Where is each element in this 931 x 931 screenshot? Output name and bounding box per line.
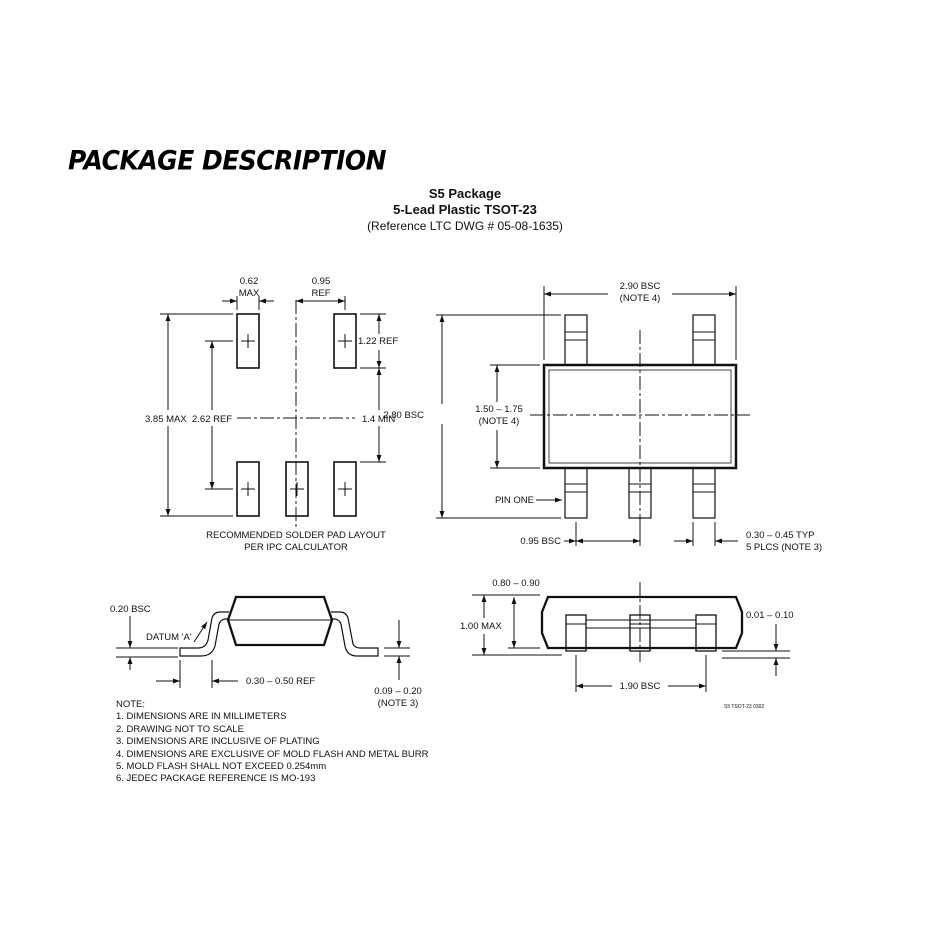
lead-width-label: 0.30 – 0.45 TYP xyxy=(746,530,815,541)
pad-overall-label: 3.85 MAX xyxy=(145,414,187,425)
body-width-label: 2.90 BSC xyxy=(620,281,661,292)
lead-width-note: 5 PLCS (NOTE 3) xyxy=(746,542,822,553)
note-item: 3. DIMENSIONS ARE INCLUSIVE OF PLATING xyxy=(116,736,320,748)
standoff-label: 0.20 BSC xyxy=(110,604,151,615)
body-width-note: (NOTE 4) xyxy=(620,293,661,304)
package-side-view xyxy=(116,595,410,688)
lead-thickness-label: 0.09 – 0.20 xyxy=(374,686,422,697)
note-item: 2. DRAWING NOT TO SCALE xyxy=(116,723,244,735)
package-end-view xyxy=(472,582,790,692)
max-height-label: 1.00 MAX xyxy=(460,621,502,632)
pad-caption-line2: PER IPC CALCULATOR xyxy=(244,542,348,553)
datum-label: DATUM 'A' xyxy=(146,632,192,643)
notes-block: NOTE: 1. DIMENSIONS ARE IN MILLIMETERS 2… xyxy=(116,699,429,786)
package-title-block: S5 Package 5-Lead Plastic TSOT-23 (Refer… xyxy=(265,186,665,234)
lead xyxy=(565,614,587,652)
package-name: S5 Package xyxy=(428,186,502,201)
solder-pad-layout xyxy=(160,296,386,530)
pad-caption-line1: RECOMMENDED SOLDER PAD LAYOUT xyxy=(206,530,386,541)
pitch-label: 0.95 BSC xyxy=(520,536,561,547)
pad-pitch-note: REF xyxy=(312,288,331,299)
pad-gap-label: 1.4 MIN xyxy=(362,414,395,425)
solder-pad xyxy=(285,461,309,517)
lead xyxy=(564,314,588,366)
pin-one-label: PIN ONE xyxy=(495,495,534,506)
page-heading: PACKAGE DESCRIPTION xyxy=(68,145,387,176)
pad-length-label: 1.22 REF xyxy=(358,336,398,347)
solder-pad xyxy=(333,313,357,369)
drawing-code: S5 TSOT-23 0302 xyxy=(724,704,764,710)
package-reference: (Reference LTC DWG # 05-08-1635) xyxy=(367,219,563,233)
package-type: 5-Lead Plastic TSOT-23 xyxy=(393,202,537,217)
lead xyxy=(695,614,717,652)
pad-centers-label: 2.62 REF xyxy=(192,414,232,425)
body-height-label: 1.50 – 1.75 xyxy=(475,404,523,415)
solder-pad xyxy=(333,461,357,517)
notes-title: NOTE: xyxy=(116,699,146,710)
solder-pad xyxy=(236,313,260,369)
lead xyxy=(564,467,588,519)
body-thickness-label: 0.80 – 0.90 xyxy=(492,578,540,589)
note-item: 4. DIMENSIONS ARE EXCLUSIVE OF MOLD FLAS… xyxy=(116,748,429,760)
standoff-range-label: 0.01 – 0.10 xyxy=(746,610,794,621)
pad-pitch-value: 0.95 xyxy=(312,276,331,287)
pad-width-note: MAX xyxy=(239,288,260,299)
pad-width-value: 0.62 xyxy=(240,276,259,287)
solder-pad xyxy=(236,461,260,517)
lead xyxy=(692,314,716,366)
note-item: 1. DIMENSIONS ARE IN MILLIMETERS xyxy=(116,711,287,723)
lead-thickness-note: (NOTE 3) xyxy=(378,698,419,709)
note-item: 6. JEDEC PACKAGE REFERENCE IS MO-193 xyxy=(116,773,316,785)
foot-length-label: 0.30 – 0.50 REF xyxy=(246,676,315,687)
total-height-label: 2.80 BSC xyxy=(383,410,424,421)
package-top-view xyxy=(436,286,750,546)
body-height-note: (NOTE 4) xyxy=(479,416,520,427)
note-item: 5. MOLD FLASH SHALL NOT EXCEED 0.254mm xyxy=(116,761,327,773)
lead xyxy=(692,467,716,519)
lead-span-label: 1.90 BSC xyxy=(620,681,661,692)
